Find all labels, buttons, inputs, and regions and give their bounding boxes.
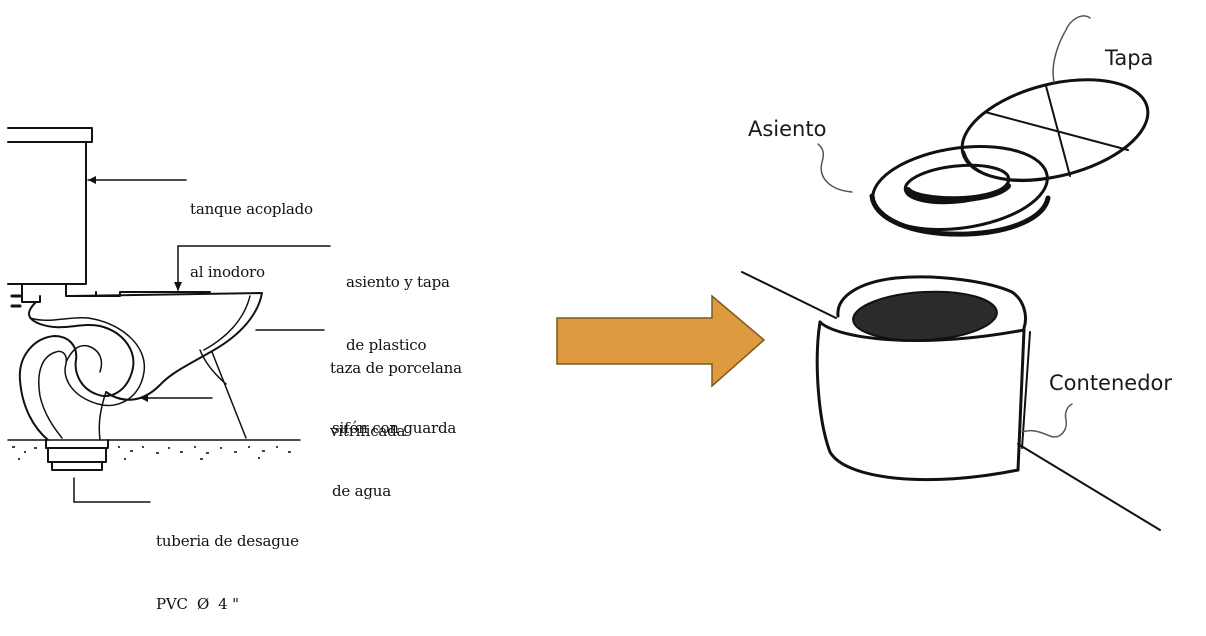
bowl-label-line2: vitrificada <box>330 422 406 440</box>
conventional-toilet-section <box>7 127 331 503</box>
siphon-label: sifón con guarda de agua <box>332 376 456 523</box>
container-opening <box>852 290 998 342</box>
bowl-inner <box>203 295 251 351</box>
lid <box>960 78 1150 182</box>
bowl-label: taza de porcelana vitrificada <box>330 316 462 463</box>
bowl-outline <box>69 292 263 401</box>
tank-body <box>7 141 87 285</box>
seat-label: Asiento <box>748 117 827 141</box>
leader-lines <box>73 176 331 503</box>
seat <box>869 145 1051 237</box>
siphon-trap <box>18 301 135 441</box>
bowl-base <box>98 349 227 441</box>
tank-lid <box>7 127 93 143</box>
siphon-label-line2: de agua <box>332 482 391 500</box>
lid-label: Tapa <box>1105 46 1154 70</box>
container-label: Contenedor <box>1049 371 1173 395</box>
bowl-label-line1: taza de porcelana <box>330 359 462 377</box>
pipe-label: tuberia de desague PVC Ø 4 " <box>156 489 299 636</box>
tank-label: tanque acoplado al inodoro <box>190 157 313 304</box>
container <box>741 271 1161 531</box>
callout-lines <box>817 15 1091 438</box>
seat-lid-label-line2: de plastico <box>346 336 427 354</box>
siphon-label-line1: sifón con guarda <box>332 419 457 437</box>
pipe-label-line2: PVC Ø 4 " <box>156 595 239 613</box>
drain-fitting <box>45 439 109 471</box>
seat-lid-label: asiento y tapa de plastico <box>346 230 450 377</box>
dry-toilet-sketch <box>741 15 1161 531</box>
pipe-label-line1: tuberia de desague <box>156 532 299 550</box>
diagram-canvas <box>7 15 1161 531</box>
floor-texture <box>12 446 291 460</box>
siphon-inner <box>29 316 145 439</box>
seat-lid-label-line1: asiento y tapa <box>346 273 450 291</box>
tank-connector <box>21 283 71 303</box>
transition-arrow <box>556 294 766 388</box>
tank-label-line1: tanque acoplado <box>190 200 313 218</box>
tank-label-line2: al inodoro <box>190 263 265 281</box>
